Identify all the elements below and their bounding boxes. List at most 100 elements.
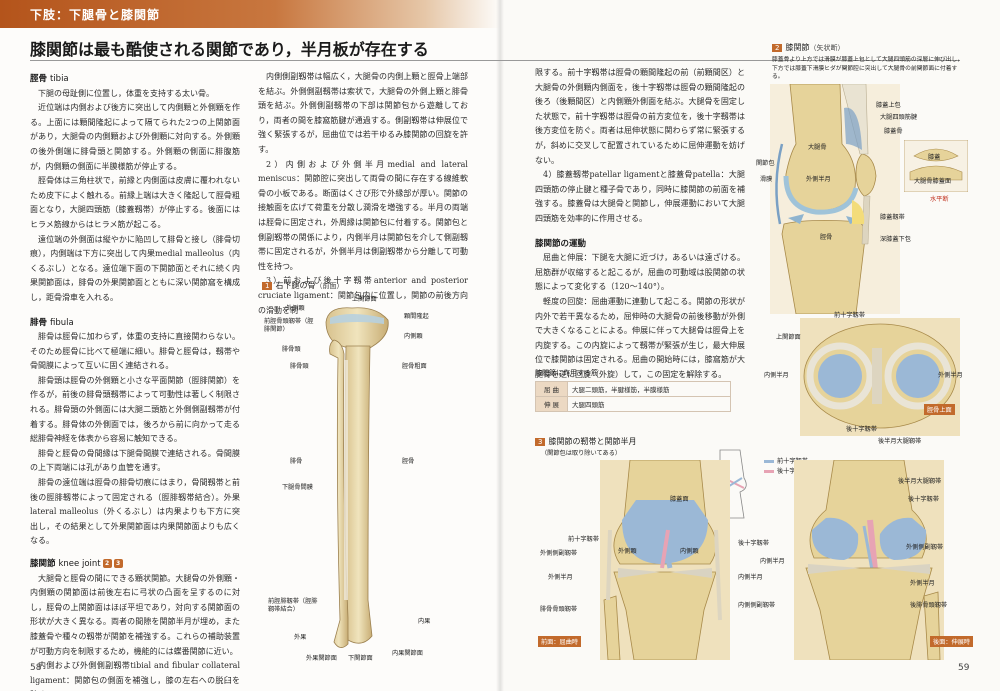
patellar-ligament <box>861 195 871 245</box>
label-lcl-front: 外側側副靱帯 <box>540 550 578 557</box>
motion-paragraph: 屈曲と伸展：下腿を大腿に近づけ，あるいは遠ざける。屈筋群が収縮すると起こるが，屈… <box>535 253 745 292</box>
condyle-cartilage-right <box>879 517 927 560</box>
inset-patella-label: 膝蓋 <box>928 154 941 161</box>
medial-meniscus-top <box>884 342 952 410</box>
fibula-paragraph: 腓骨頭は脛骨の外側顆と小さな平面関節（脛腓関節）を作るが，前後の腓骨頭靱帯によっ… <box>30 375 240 444</box>
tibia-shaft <box>344 345 373 644</box>
table-cell-value: 大腿二頭筋，半腱様筋，半膜様筋 <box>567 381 731 397</box>
pcl-front <box>660 529 670 569</box>
tibia-paragraph: 遠位端の外側面は縦やかに陥凹して腓骨と接し（腓骨切痕），内側端は下方に突出して内… <box>30 234 240 302</box>
page-number-right: 59 <box>958 663 970 673</box>
menisci-back <box>808 564 930 574</box>
label-tibial-tuberosity: 脛骨粗面 <box>402 363 427 370</box>
book-gutter <box>496 0 504 691</box>
ligament-paragraph: 内側側副靱帯は幅広く，大腿骨の内側上顆と脛骨上端部を結ぶ。外側側副靱帯は索状で，… <box>258 72 468 154</box>
label-lateral-articular: 外果関節面 <box>306 655 337 662</box>
mcl-front <box>714 529 722 621</box>
fibula-sub: fibula <box>49 317 74 328</box>
acl-back <box>862 525 874 571</box>
tag-back-extension: 後面：伸展時 <box>930 636 974 647</box>
page-headline: 膝関節は最も酷使される関節であり，半月板が存在する <box>30 40 429 59</box>
label-medial-meniscus-top: 外側半月 <box>938 372 963 379</box>
section-band: 下肢：下腿骨と膝関節 <box>0 0 500 28</box>
headline-rule <box>30 60 960 61</box>
meniscus-paragraph: 2）内側および外側半月medial and lateral meniscus：関… <box>258 159 468 271</box>
knee-paragraph: 内側および外側側副靱帯tibial and fibular collateral… <box>30 661 240 691</box>
fibula-shaft <box>329 339 349 648</box>
label-acl-top: 前十字靱帯 <box>834 312 865 319</box>
label-anterior-tibiofibular: 前脛腓靱帯（脛腓靱帯結合） <box>268 598 318 613</box>
cruciate-paragraph: 3）前および後十字靱帯anterior and posterior crucia… <box>258 276 468 315</box>
fibula-heading: 腓骨 <box>30 317 48 328</box>
table-row: 屈 曲大腿二頭筋，半腱様筋，半膜様筋 <box>535 381 731 397</box>
label-patella: 膝蓋骨 <box>884 128 903 135</box>
figure-ref-badge: 3 <box>113 559 123 568</box>
label-pf-back: 後半月大腿靱帯 <box>898 478 942 485</box>
label-lateral-meniscus-top: 内側半月 <box>764 372 789 379</box>
articular-cartilage <box>783 175 859 215</box>
label-medial-meniscus-front: 内側半月 <box>738 574 763 581</box>
figure2-caption: （矢状断） <box>809 44 845 52</box>
right-column: 限する。前十字靱帯は脛骨の顆間隆起の前（前顆間区）と大腿骨の外側顆内側面を，後十… <box>535 66 745 382</box>
label-lateral-condyle: 外側顆 <box>286 305 305 312</box>
label-interosseous: 下腿骨間膜 <box>282 484 313 491</box>
label-suprapatellar: 膝蓋上包 <box>876 102 901 109</box>
left-column: 脛骨 tibia 下腿の母趾側に位置し，体重を支持する太い骨。 近位端は内側およ… <box>30 66 240 691</box>
knee-back-illustration <box>794 460 944 660</box>
label-lateral-malleolus: 外果 <box>294 634 307 641</box>
condyle-cartilage-left <box>811 517 859 560</box>
label-lcl-back: 外側側副靱帯 <box>906 544 944 551</box>
lateral-meniscus-top <box>806 342 874 410</box>
fibula-paragraph: 腓骨の遠位端は脛骨の腓骨切痕にはまり，骨間靱帯と前後の脛腓靱帯によって固定される… <box>30 478 240 546</box>
label-mcl-front: 内側側副靱帯 <box>738 602 776 609</box>
label-upper-surface: 上関節面 <box>776 334 801 341</box>
muscle-table-caption: 膝関節に作用する筋 <box>535 369 598 377</box>
tag-tibia-top: 脛骨上面 <box>924 404 955 415</box>
table-cell-key: 伸 展 <box>535 396 568 412</box>
legend-swatch <box>764 459 774 463</box>
label-pcl-front: 後十字靱帯 <box>738 540 769 547</box>
tibia-sub: tibia <box>49 74 69 84</box>
tibia-back <box>805 567 933 660</box>
patella-horizontal-inset <box>904 140 968 192</box>
figure2-note: 膝蓋骨より上方では滑膜が膝蓋上包として大腿四頭筋の深層に伸び出し，下方では膝蓋下… <box>772 57 964 80</box>
legend-acl: 前十字靱帯 <box>764 456 808 465</box>
patellar-paragraph: 4）膝蓋靱帯patellar ligamentと膝蓋骨patella：大腿四頭筋… <box>535 170 745 223</box>
label-tibia-sagittal: 脛骨 <box>820 234 833 241</box>
figure3-number: 3 <box>535 438 546 446</box>
figure-ref-badge: 2 <box>102 559 112 568</box>
femur-cartilage-front <box>622 500 708 564</box>
tibia <box>781 220 867 314</box>
tibial-plateau-illustration <box>800 318 960 436</box>
label-fibula-neck: 腓骨頸 <box>290 363 309 370</box>
label-lateral-meniscus-front: 外側半月 <box>548 574 573 581</box>
label-lateral-condyle-front: 外側顆 <box>618 548 637 555</box>
knee-paragraph: 大腿骨と脛骨の間にできる顆状関節。大腿骨の外側顆・内側顆の関節面は前後左右に弓状… <box>30 573 240 656</box>
label-capsule: 関節包 <box>756 160 775 167</box>
label-patellar-ligament: 膝蓋靱帯 <box>880 214 905 221</box>
label-pcl-top: 後十字靱帯 <box>846 426 877 433</box>
interosseous-membrane <box>344 360 348 600</box>
label-quad-tendon: 大腿四頭筋腱 <box>880 114 918 121</box>
tibia-paragraph: 近位端は内側および後方に突出して内側顆と外側顆を作る。上面には顆間隆起によって隔… <box>30 103 240 171</box>
inset-femur-label: 大腿骨膝蓋面 <box>914 178 952 185</box>
label-upper-articular: 上関節面 <box>352 296 377 303</box>
tibia-paragraph: 下腿の母趾側に位置し，体重を支持する太い骨。 <box>38 88 214 98</box>
label-posterior-fib: 後腓骨頭靱帯 <box>910 602 948 609</box>
tag-front-flexion: 前面：屈曲時 <box>538 636 582 647</box>
section-title: 下肢：下腿骨と膝関節 <box>30 8 161 22</box>
figure2-title-text: 膝関節 <box>785 43 810 52</box>
label-pcl-back: 後十字靱帯 <box>908 496 939 503</box>
inset-level-label: 水平断 <box>930 196 949 203</box>
tibia-articular-surface <box>330 314 384 324</box>
label-fibula: 腓骨 <box>290 458 303 465</box>
table-row: 伸 展大腿四頭筋 <box>535 396 731 412</box>
table-cell-value: 大腿四頭筋 <box>567 396 731 412</box>
label-medial-articular: 内果関節面 <box>392 650 423 657</box>
label-medial-malleolus: 内果 <box>418 618 431 625</box>
label-acl-front: 前十字靱帯 <box>568 536 599 543</box>
figure1-title-text: 右下腿の骨 <box>275 281 316 290</box>
knee-front-illustration <box>600 460 730 660</box>
